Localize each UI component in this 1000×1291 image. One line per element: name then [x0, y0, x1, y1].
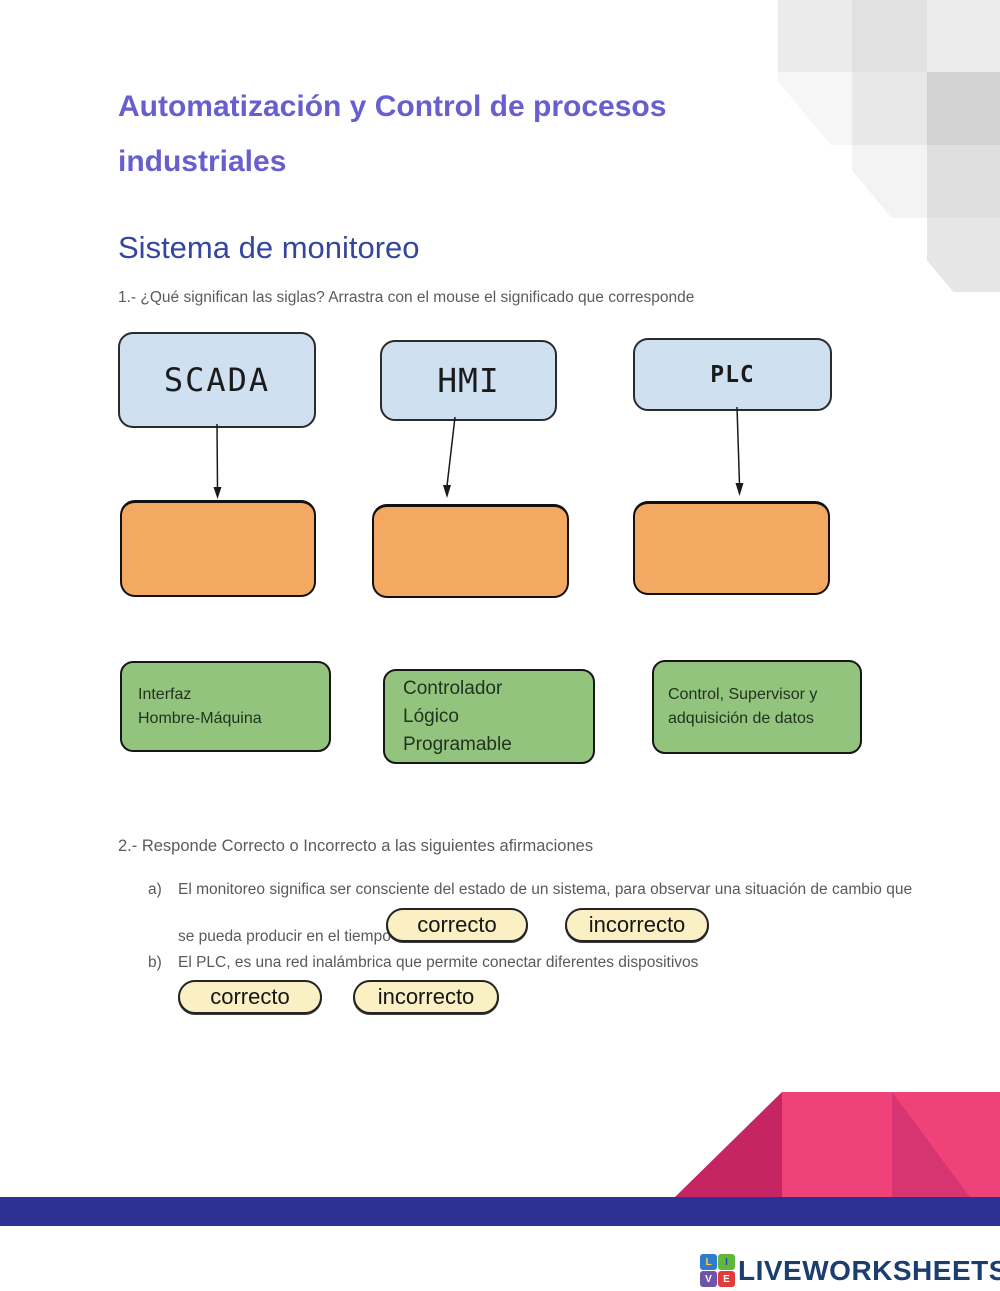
acronym-box-plc: PLC [633, 338, 832, 411]
corner-checker-decoration [710, 0, 1000, 348]
definition-line: Control, Supervisor y [668, 686, 818, 703]
drop-target-scada[interactable] [120, 500, 316, 597]
acronym-label-hmi: HMI [437, 361, 500, 400]
item-a-text-line1: El monitoreo significa ser consciente de… [178, 881, 913, 898]
drop-target-plc[interactable] [633, 501, 830, 595]
logo-tile-l: L [700, 1254, 717, 1270]
item-b-letter: b) [148, 954, 162, 971]
definition-drag-interfaz[interactable]: Interfaz Hombre-Máquina [120, 661, 331, 752]
arrow-hmi [443, 416, 456, 498]
item-b-correct-button[interactable]: correcto [178, 980, 322, 1014]
acronym-box-scada: SCADA [118, 332, 316, 428]
decor-square [778, 0, 852, 72]
definition-line: Interfaz [138, 685, 192, 703]
dark-pink-triangle-decoration [892, 1092, 970, 1197]
crimson-triangle-decoration [675, 1092, 782, 1197]
acronym-box-hmi: HMI [380, 340, 557, 421]
brand-name: LIVEWORKSHEETS [738, 1254, 1000, 1286]
decor-square [852, 145, 927, 218]
definition-drag-control-supervisor[interactable]: Control, Supervisor y adquisición de dat… [652, 660, 862, 754]
pink-rect-right-decoration [892, 1092, 1000, 1197]
section-subtitle: Sistema de monitoreo [118, 230, 420, 265]
item-a-letter: a) [148, 881, 162, 898]
page-title-line2: industriales [118, 145, 287, 178]
item-a-incorrect-button[interactable]: incorrecto [565, 908, 709, 942]
liveworksheets-logo[interactable]: L I V E LIVEWORKSHEETS [700, 1254, 1000, 1287]
page-title-line1: Automatización y Control de procesos [118, 90, 667, 123]
item-a-text-line2: se pueda producir en el tiempo [178, 928, 391, 945]
pink-rect-decoration [782, 1092, 892, 1197]
arrow-scada [213, 423, 222, 499]
definition-line: Controlador [403, 677, 503, 699]
logo-tile-v: V [700, 1271, 717, 1287]
definition-line: Hombre-Máquina [138, 709, 262, 727]
question2-prompt: 2.- Responde Correcto o Incorrecto a las… [118, 837, 594, 855]
decor-square [852, 0, 927, 72]
definition-line: Programable [403, 733, 512, 755]
decor-square [852, 72, 927, 145]
question1-prompt: 1.- ¿Qué significan las siglas? Arrastra… [118, 289, 695, 306]
liveworksheets-tiles-icon: L I V E [700, 1254, 735, 1287]
acronym-label-scada: SCADA [163, 361, 271, 399]
definition-line: Lógico [403, 705, 459, 727]
decor-square [927, 145, 1000, 218]
item-b-text: El PLC, es una red inalámbrica que permi… [178, 954, 699, 971]
logo-tile-e: E [718, 1271, 735, 1287]
logo-tile-i: I [718, 1254, 735, 1270]
decor-square [927, 0, 1000, 72]
acronym-label-plc: PLC [710, 361, 755, 388]
decor-square [778, 72, 852, 145]
item-b-incorrect-button[interactable]: incorrecto [353, 980, 499, 1014]
decor-square [927, 72, 1000, 145]
drop-target-hmi[interactable] [372, 504, 569, 598]
bottom-blue-bar [0, 1197, 1000, 1226]
item-a-correct-button[interactable]: correcto [386, 908, 528, 942]
definition-drag-controlador[interactable]: Controlador Lógico Programable [383, 669, 595, 764]
arrow-plc [735, 406, 744, 496]
decor-square [927, 218, 1000, 292]
definition-line: adquisición de datos [668, 710, 814, 727]
